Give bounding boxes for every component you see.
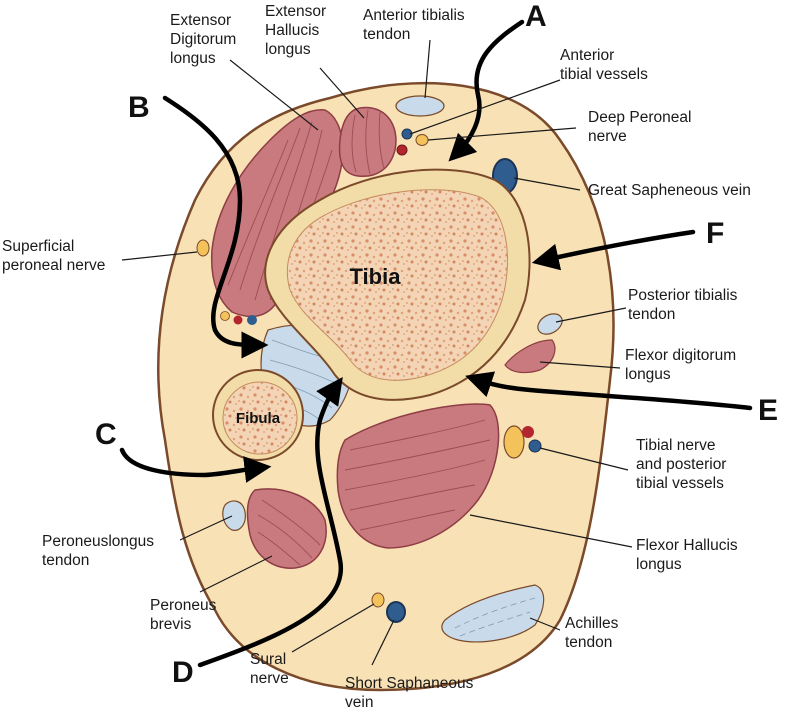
label-peroneus-longus-tendon: Peroneuslongus tendon xyxy=(42,533,158,569)
label-flexor-hallucis-longus: Flexor Hallucis longus xyxy=(636,537,742,573)
leader-anterior-tibialis xyxy=(424,39,431,99)
label-superficial-peroneal-nerve: Superficial peroneal nerve xyxy=(2,238,105,274)
arrow-c-label: C xyxy=(95,418,117,451)
deep-peroneal-nerve xyxy=(415,134,429,146)
fibula-marrow xyxy=(222,381,298,455)
leader-flexor-digitorum xyxy=(539,361,621,369)
extensor-digitorum-fibers xyxy=(227,121,333,301)
leader-tibial-nerve xyxy=(539,447,629,471)
arrow-b-label: B xyxy=(128,91,150,124)
peroneal-vessel-red xyxy=(233,315,243,325)
leader-peroneus-brevis xyxy=(199,555,273,593)
label-flexor-digitorum-longus: Flexor digitorum longus xyxy=(625,347,740,383)
tibial-nerve xyxy=(503,425,525,459)
leader-sural-nerve xyxy=(291,603,375,653)
arrow-e-label: E xyxy=(758,394,778,427)
anterior-tibialis-tendon xyxy=(395,95,445,117)
posterior-tibial-artery xyxy=(522,426,534,438)
label-extensor-digitorum: Extensor Digitorum longus xyxy=(170,12,241,67)
arrow-a-label: A xyxy=(525,0,547,33)
peroneus-brevis-fibers xyxy=(257,499,321,566)
arrow-e xyxy=(465,371,753,411)
label-deep-peroneal-nerve: Deep Peroneal nerve xyxy=(588,109,696,145)
leader-flexor-hallucis xyxy=(469,514,633,548)
peroneal-nerve-small xyxy=(220,311,230,321)
extensor-hallucis-muscle xyxy=(338,106,397,178)
ligament-fibers xyxy=(269,339,346,421)
leader-extensor-digitorum xyxy=(229,59,319,131)
posterior-tibial-vein xyxy=(528,439,542,453)
arrow-d xyxy=(197,377,344,668)
short-saphenous-vein xyxy=(386,601,406,623)
tibia-marrow xyxy=(286,189,508,381)
arrow-f xyxy=(531,229,696,271)
leader-deep-peroneal xyxy=(427,127,577,141)
peroneal-vessel-blue xyxy=(247,315,257,325)
leader-short-saphenous xyxy=(371,619,395,666)
achilles-fibers xyxy=(454,597,536,637)
anterior-tibial-vein xyxy=(401,128,413,140)
flexor-digitorum-muscle xyxy=(504,339,556,374)
superficial-peroneal-nerve xyxy=(196,239,210,257)
posterior-tibialis-tendon xyxy=(537,313,563,335)
extensor-hallucis-fibers xyxy=(351,109,385,175)
leader-posterior-tibialis xyxy=(555,307,627,323)
label-extensor-hallucis: Extensor Hallucis longus xyxy=(265,3,330,58)
leader-great-saphenous xyxy=(513,177,581,191)
arrow-c xyxy=(119,447,272,483)
label-peroneus-brevis: Peroneus brevis xyxy=(150,597,221,633)
peroneus-brevis-muscle xyxy=(246,488,327,569)
leader-achilles xyxy=(529,617,561,631)
label-sural-nerve: Sural nerve xyxy=(250,651,291,687)
leader-superficial-peroneal xyxy=(121,251,198,261)
sural-nerve xyxy=(371,592,385,608)
arrow-f-label: F xyxy=(706,217,724,250)
flexor-hallucis-fibers xyxy=(344,419,491,531)
label-short-saphenous-vein: Short Saphaneous vein xyxy=(345,675,478,711)
fibula-label: Fibula xyxy=(236,410,281,427)
arrow-d-label: D xyxy=(172,656,194,689)
label-tibial-nerve: Tibial nerve and posterior tibial vessel… xyxy=(636,437,731,492)
tibia-label: Tibia xyxy=(350,264,402,289)
label-anterior-tibialis-tendon: Anterior tibialis tendon xyxy=(363,7,469,43)
label-anterior-tibial-vessels: Anterior tibial vessels xyxy=(560,47,648,83)
arrow-b xyxy=(162,95,269,359)
leader-peroneus-longus xyxy=(179,515,233,541)
label-great-saphenous-vein: Great Sapheneous vein xyxy=(588,182,751,199)
anterior-tibial-artery xyxy=(396,144,408,156)
leader-anterior-tibial-vessels xyxy=(409,79,561,135)
label-posterior-tibialis-tendon: Posterior tibialis tendon xyxy=(628,287,742,323)
leader-extensor-hallucis xyxy=(319,67,365,119)
achilles-tendon xyxy=(441,584,545,643)
label-achilles-tendon: Achilles tendon xyxy=(565,615,623,651)
peroneus-longus-tendon xyxy=(222,500,246,531)
